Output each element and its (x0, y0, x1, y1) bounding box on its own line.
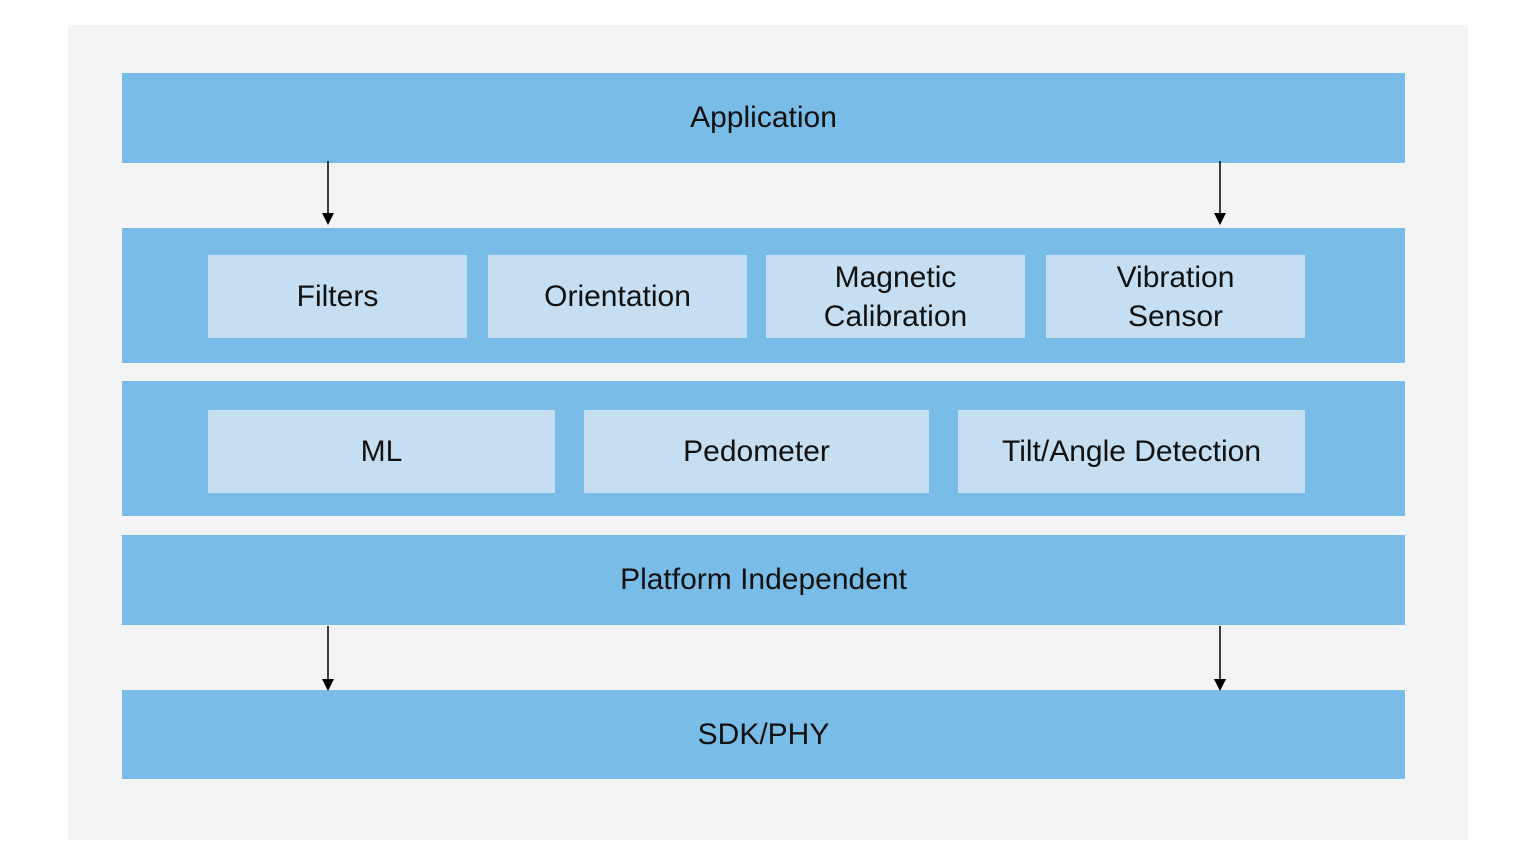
tilt-angle-detection-module: Tilt/Angle Detection (958, 410, 1305, 493)
platform-independent-layer: Platform Independent (122, 535, 1405, 625)
magnetic-calibration-module: Magnetic Calibration (766, 255, 1025, 338)
pedometer-module: Pedometer (584, 410, 929, 493)
application-layer-label: Application (690, 101, 837, 134)
tilt-angle-detection-module-label: Tilt/Angle Detection (1001, 435, 1261, 468)
platform-independent-layer-label: Platform Independent (620, 563, 907, 596)
sdk-phy-layer-label: SDK/PHY (697, 717, 830, 751)
vibration-sensor-module-label: Vibration Sensor (1116, 260, 1235, 333)
filters-module-label: Filters (296, 280, 379, 313)
orientation-module: Orientation (488, 255, 747, 338)
orientation-module-label: Orientation (544, 280, 691, 313)
sdk-phy-layer: SDK/PHY (122, 690, 1405, 779)
ml-module-label: ML (360, 435, 403, 468)
filters-module: Filters (208, 255, 467, 338)
pedometer-module-label: Pedometer (683, 435, 830, 468)
vibration-sensor-module: Vibration Sensor (1046, 255, 1305, 338)
application-layer: Application (122, 73, 1405, 163)
magnetic-calibration-module-label: Magnetic Calibration (823, 260, 968, 333)
ml-module: ML (208, 410, 555, 493)
